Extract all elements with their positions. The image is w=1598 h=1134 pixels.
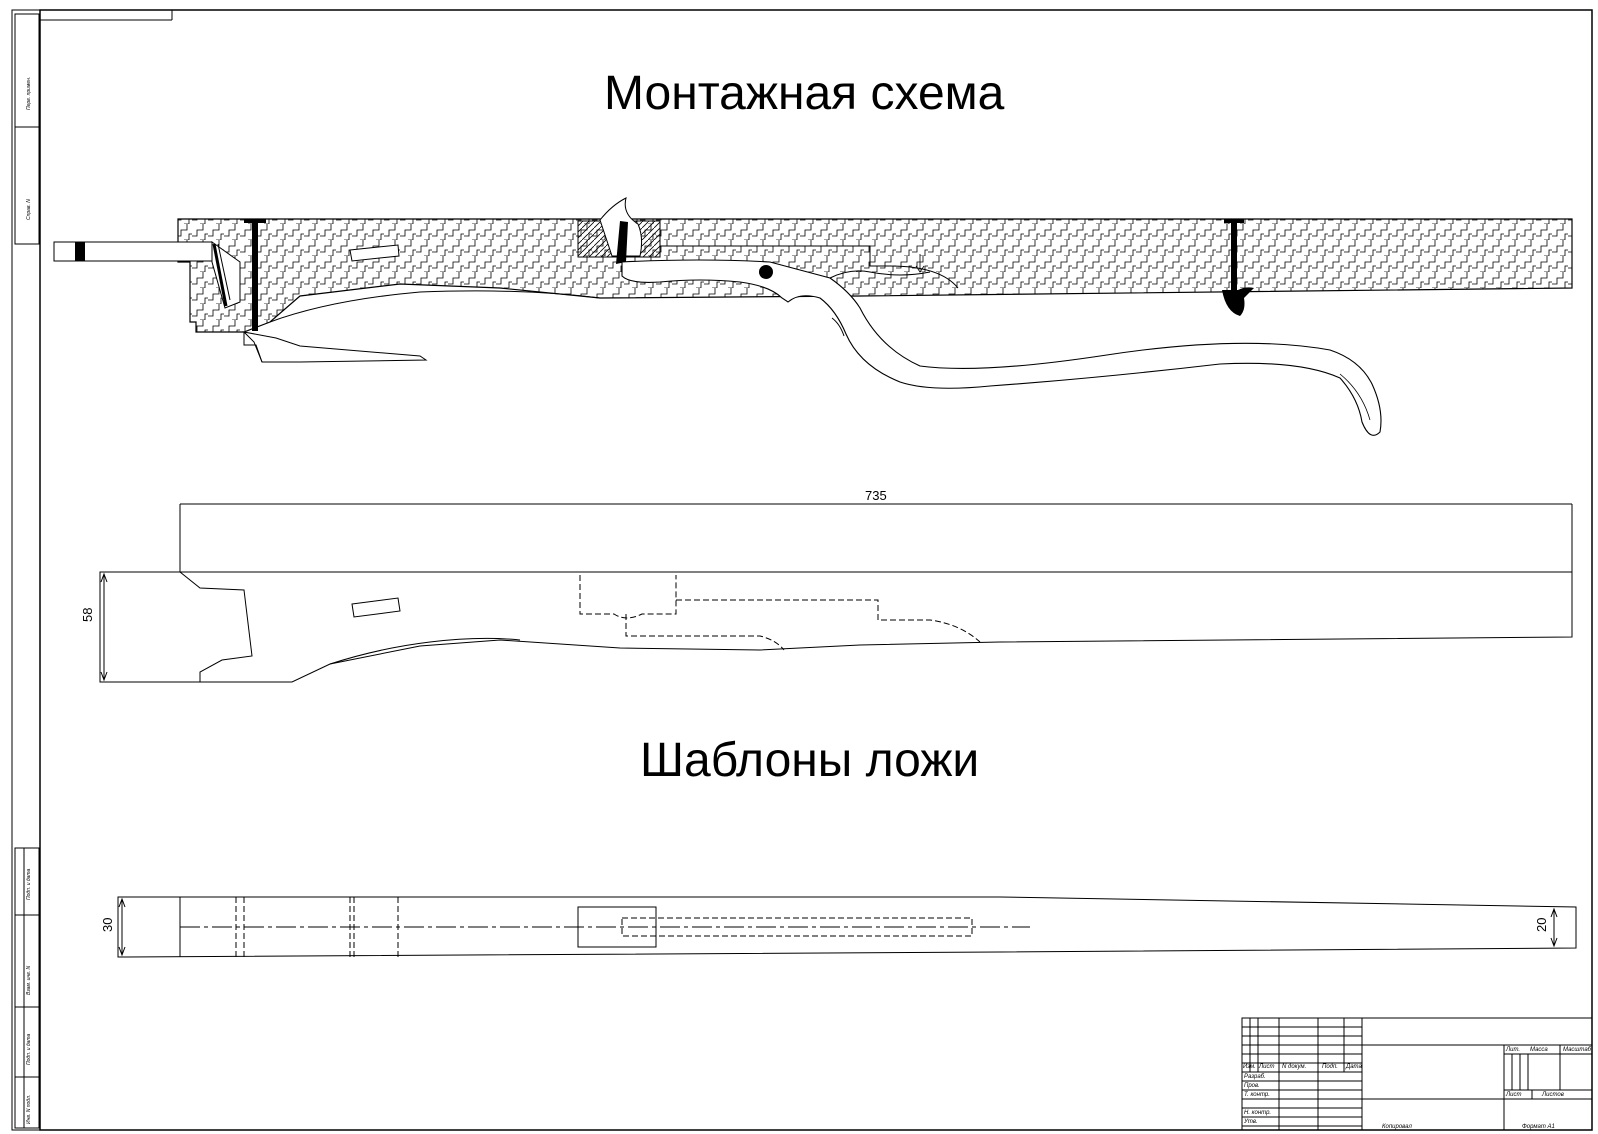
barrel-end bbox=[53, 241, 241, 309]
side-label-sign-date-2: Подп. и дата bbox=[26, 1033, 32, 1065]
sheet-frame bbox=[11, 9, 1593, 1131]
front-screw bbox=[244, 219, 266, 331]
side-label-inv-original: Инв. N подл. bbox=[26, 1094, 32, 1124]
title-mounting-scheme: Монтажная схема bbox=[604, 67, 1005, 120]
tb-col-sheet: Лист bbox=[1259, 1064, 1275, 1070]
title-block bbox=[1241, 1017, 1593, 1131]
side-template bbox=[99, 503, 1573, 683]
side-label-first-use: Перв. примен. bbox=[26, 76, 32, 110]
dimension-fore-width: 20 bbox=[1534, 917, 1549, 932]
tb-stage-scale: Масштаб bbox=[1563, 1047, 1592, 1053]
dimension-total-length: 735 bbox=[865, 488, 887, 503]
tb-format: Формат А1 bbox=[1522, 1124, 1555, 1130]
tb-row-tech-control: Т. контр. bbox=[1244, 1092, 1270, 1098]
tb-stage-letter: Лит. bbox=[1506, 1047, 1521, 1053]
stock-section bbox=[177, 218, 1573, 333]
side-label-replace-inv: Взам. инв. N bbox=[26, 965, 32, 995]
rear-screw bbox=[1222, 219, 1254, 316]
tb-sheets: Листов bbox=[1542, 1092, 1564, 1098]
side-label-sign-date-1: Подп. и дата bbox=[26, 868, 32, 900]
lock-mortise bbox=[577, 197, 661, 264]
tb-row-checked: Пров. bbox=[1244, 1083, 1260, 1089]
tb-col-sign: Подп. bbox=[1322, 1064, 1338, 1070]
left-margin-top-boxes bbox=[14, 13, 40, 245]
tb-sheet: Лист bbox=[1506, 1092, 1522, 1098]
sear-mechanism bbox=[621, 259, 1382, 436]
dimension-butt-width: 30 bbox=[100, 917, 115, 932]
dimension-height: 58 bbox=[80, 607, 95, 622]
mounting-scheme bbox=[53, 197, 1573, 436]
tb-row-developed: Разраб. bbox=[1244, 1074, 1266, 1080]
pivot-pin-icon bbox=[759, 265, 773, 279]
title-stock-templates: Шаблоны ложи bbox=[640, 734, 980, 787]
tb-stage-mass: Масса bbox=[1530, 1047, 1548, 1053]
inlay-slot bbox=[349, 244, 400, 262]
butt-tang bbox=[242, 331, 428, 363]
tb-col-doc: N докум. bbox=[1282, 1064, 1307, 1070]
side-label-reference-no: Справ. N bbox=[26, 199, 32, 220]
top-template bbox=[117, 896, 1577, 958]
tb-row-approved: Утв. bbox=[1244, 1119, 1258, 1125]
left-margin-bottom-boxes bbox=[14, 847, 40, 1129]
tb-row-norm-control: Н. контр. bbox=[1244, 1110, 1272, 1116]
tb-col-date: Дата bbox=[1346, 1064, 1362, 1070]
tb-col-change: Изм. bbox=[1243, 1064, 1256, 1070]
tb-copied: Копировал bbox=[1382, 1124, 1412, 1130]
